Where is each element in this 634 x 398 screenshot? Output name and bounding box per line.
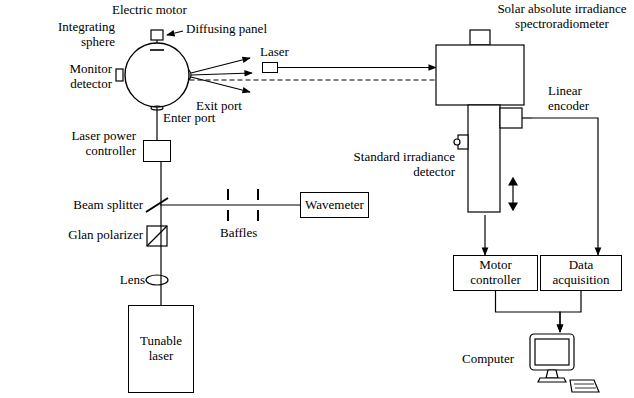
glan-polarizer-symbol: [147, 226, 167, 246]
baffle-symbol: [227, 210, 229, 221]
baffle-symbol: [257, 210, 259, 221]
node-label: Laser power controller: [36, 129, 136, 159]
acquisition-box: Data acquisition: [540, 255, 622, 291]
baffle-symbol: [227, 189, 229, 200]
part-label: Electric motor: [112, 3, 222, 18]
node-label: Data acquisition: [541, 258, 621, 288]
part-label: Lens: [95, 273, 145, 288]
monitor-frame: [530, 334, 574, 370]
monitor-stand: [546, 370, 558, 378]
controller-box: Motor controller: [453, 255, 538, 291]
connector: [560, 291, 581, 332]
computer-icon: Computer: [520, 332, 600, 394]
baffle-symbol: [257, 189, 259, 200]
sphere-outline: [124, 42, 190, 108]
light-ray: [191, 73, 252, 75]
connector: [156, 108, 157, 141]
connector: [160, 162, 161, 305]
encoder-lead: [522, 117, 532, 118]
spectroradiometer-drawing: [436, 28, 532, 215]
monitor-base: [538, 378, 566, 382]
keyboard-keys: [574, 384, 596, 388]
monitor-screen: [535, 339, 569, 365]
light-ray: [191, 77, 250, 92]
monitor-detector-symbol: [116, 69, 123, 81]
part-label: Standard irradiance detector: [343, 150, 455, 180]
integrating-sphere: Integrating sphere: [124, 42, 190, 108]
computer-drawing: [520, 332, 600, 394]
connector: [484, 215, 485, 255]
electric-motor-symbol: [151, 30, 163, 40]
connector: [190, 79, 437, 80]
beam-line: [160, 204, 300, 205]
node-label: Tunable laser: [129, 334, 193, 364]
node-label: Integrating sphere: [40, 20, 115, 50]
keyboard: [570, 380, 599, 392]
connector: [532, 118, 598, 255]
laser-box: Laser: [262, 62, 278, 73]
motion-arrowheads: [509, 178, 517, 210]
instrument-head: [436, 45, 524, 105]
translation-column: [468, 105, 500, 212]
node-label: Wavemeter: [305, 198, 364, 213]
part-label: Linear encoder: [548, 84, 608, 114]
controller-box: Laser power controller: [143, 140, 171, 162]
light-ray: [191, 58, 250, 73]
diffusing-panel-symbol: [150, 49, 164, 51]
detector-window: [454, 139, 460, 145]
part-label: Diffusing panel: [186, 22, 286, 37]
spectroradiometer: Solar absolute irradiance spectroradiome…: [436, 28, 532, 215]
instrument-cap: [470, 30, 490, 45]
lens-symbol: [146, 275, 168, 285]
sphere-circle: [125, 43, 189, 107]
part-label: Baffles: [220, 226, 280, 241]
part-label: Beam splitter: [45, 198, 143, 213]
part-label: Monitor detector: [40, 62, 112, 92]
node-label: Motor controller: [454, 258, 537, 288]
laser-box: Tunable laser: [128, 305, 194, 393]
node-label: Computer: [436, 352, 514, 367]
node-label: Laser: [260, 45, 300, 60]
wavemeter-box: Wavemeter: [300, 192, 369, 218]
glan-polarizer-symbol: [147, 226, 167, 246]
connector: [278, 67, 436, 68]
part-label: Enter port: [163, 111, 233, 126]
connector: [496, 291, 561, 332]
linear-encoder-symbol: [500, 108, 522, 128]
node-label: Solar absolute irradiance spectroradiome…: [493, 2, 631, 32]
part-label: Glan polarizer: [45, 228, 143, 243]
leader-line: [167, 31, 183, 35]
